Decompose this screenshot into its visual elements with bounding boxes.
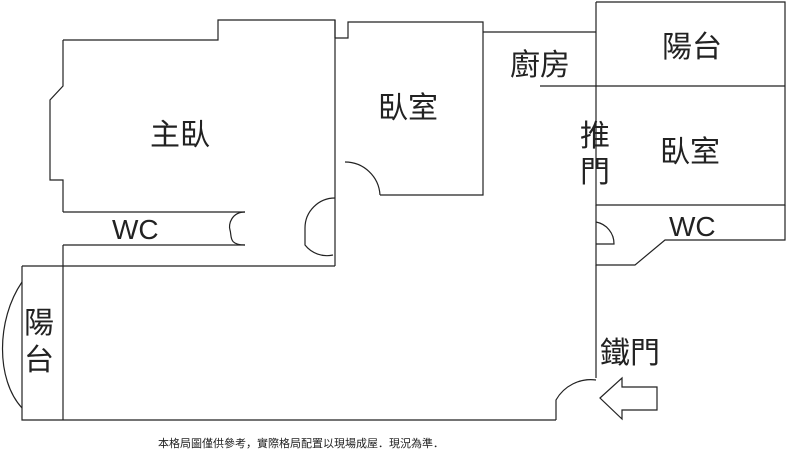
corridor-walls	[21, 245, 556, 421]
kitchen-label: 廚房	[510, 48, 570, 83]
left-balcony-char-2: 台	[24, 343, 54, 378]
master-bedroom-label: 主臥	[150, 118, 210, 153]
center-door-arc	[304, 197, 336, 257]
balcony-top-label: 陽台	[662, 30, 722, 65]
left-wc-walls	[63, 211, 245, 246]
sliding-door-char-1: 推	[580, 119, 610, 154]
footer-disclaimer: 本格局圖僅供參考，實際格局配置以現場成屋．現況為準．	[158, 436, 444, 450]
left-wc-label: WC	[112, 214, 159, 245]
center-bedroom-walls	[334, 20, 484, 266]
sliding-door-char-2: 門	[580, 155, 610, 190]
master-bedroom-walls	[49, 19, 336, 212]
entrance-arrow-icon	[599, 376, 658, 421]
right-wc-label: WC	[669, 211, 716, 242]
center-bedroom-label: 臥室	[378, 91, 438, 126]
center-bedroom-door-arc	[344, 161, 381, 196]
left-balcony-arc	[2, 281, 23, 409]
iron-door-label: 鐵門	[600, 336, 660, 371]
left-wc-door-arc	[228, 211, 246, 246]
right-wc-walls	[595, 205, 786, 266]
right-bedroom-label: 臥室	[660, 135, 720, 170]
left-balcony-char-1: 陽	[24, 306, 54, 341]
right-wc-door-arc	[595, 221, 615, 245]
entrance-wall	[555, 265, 597, 420]
